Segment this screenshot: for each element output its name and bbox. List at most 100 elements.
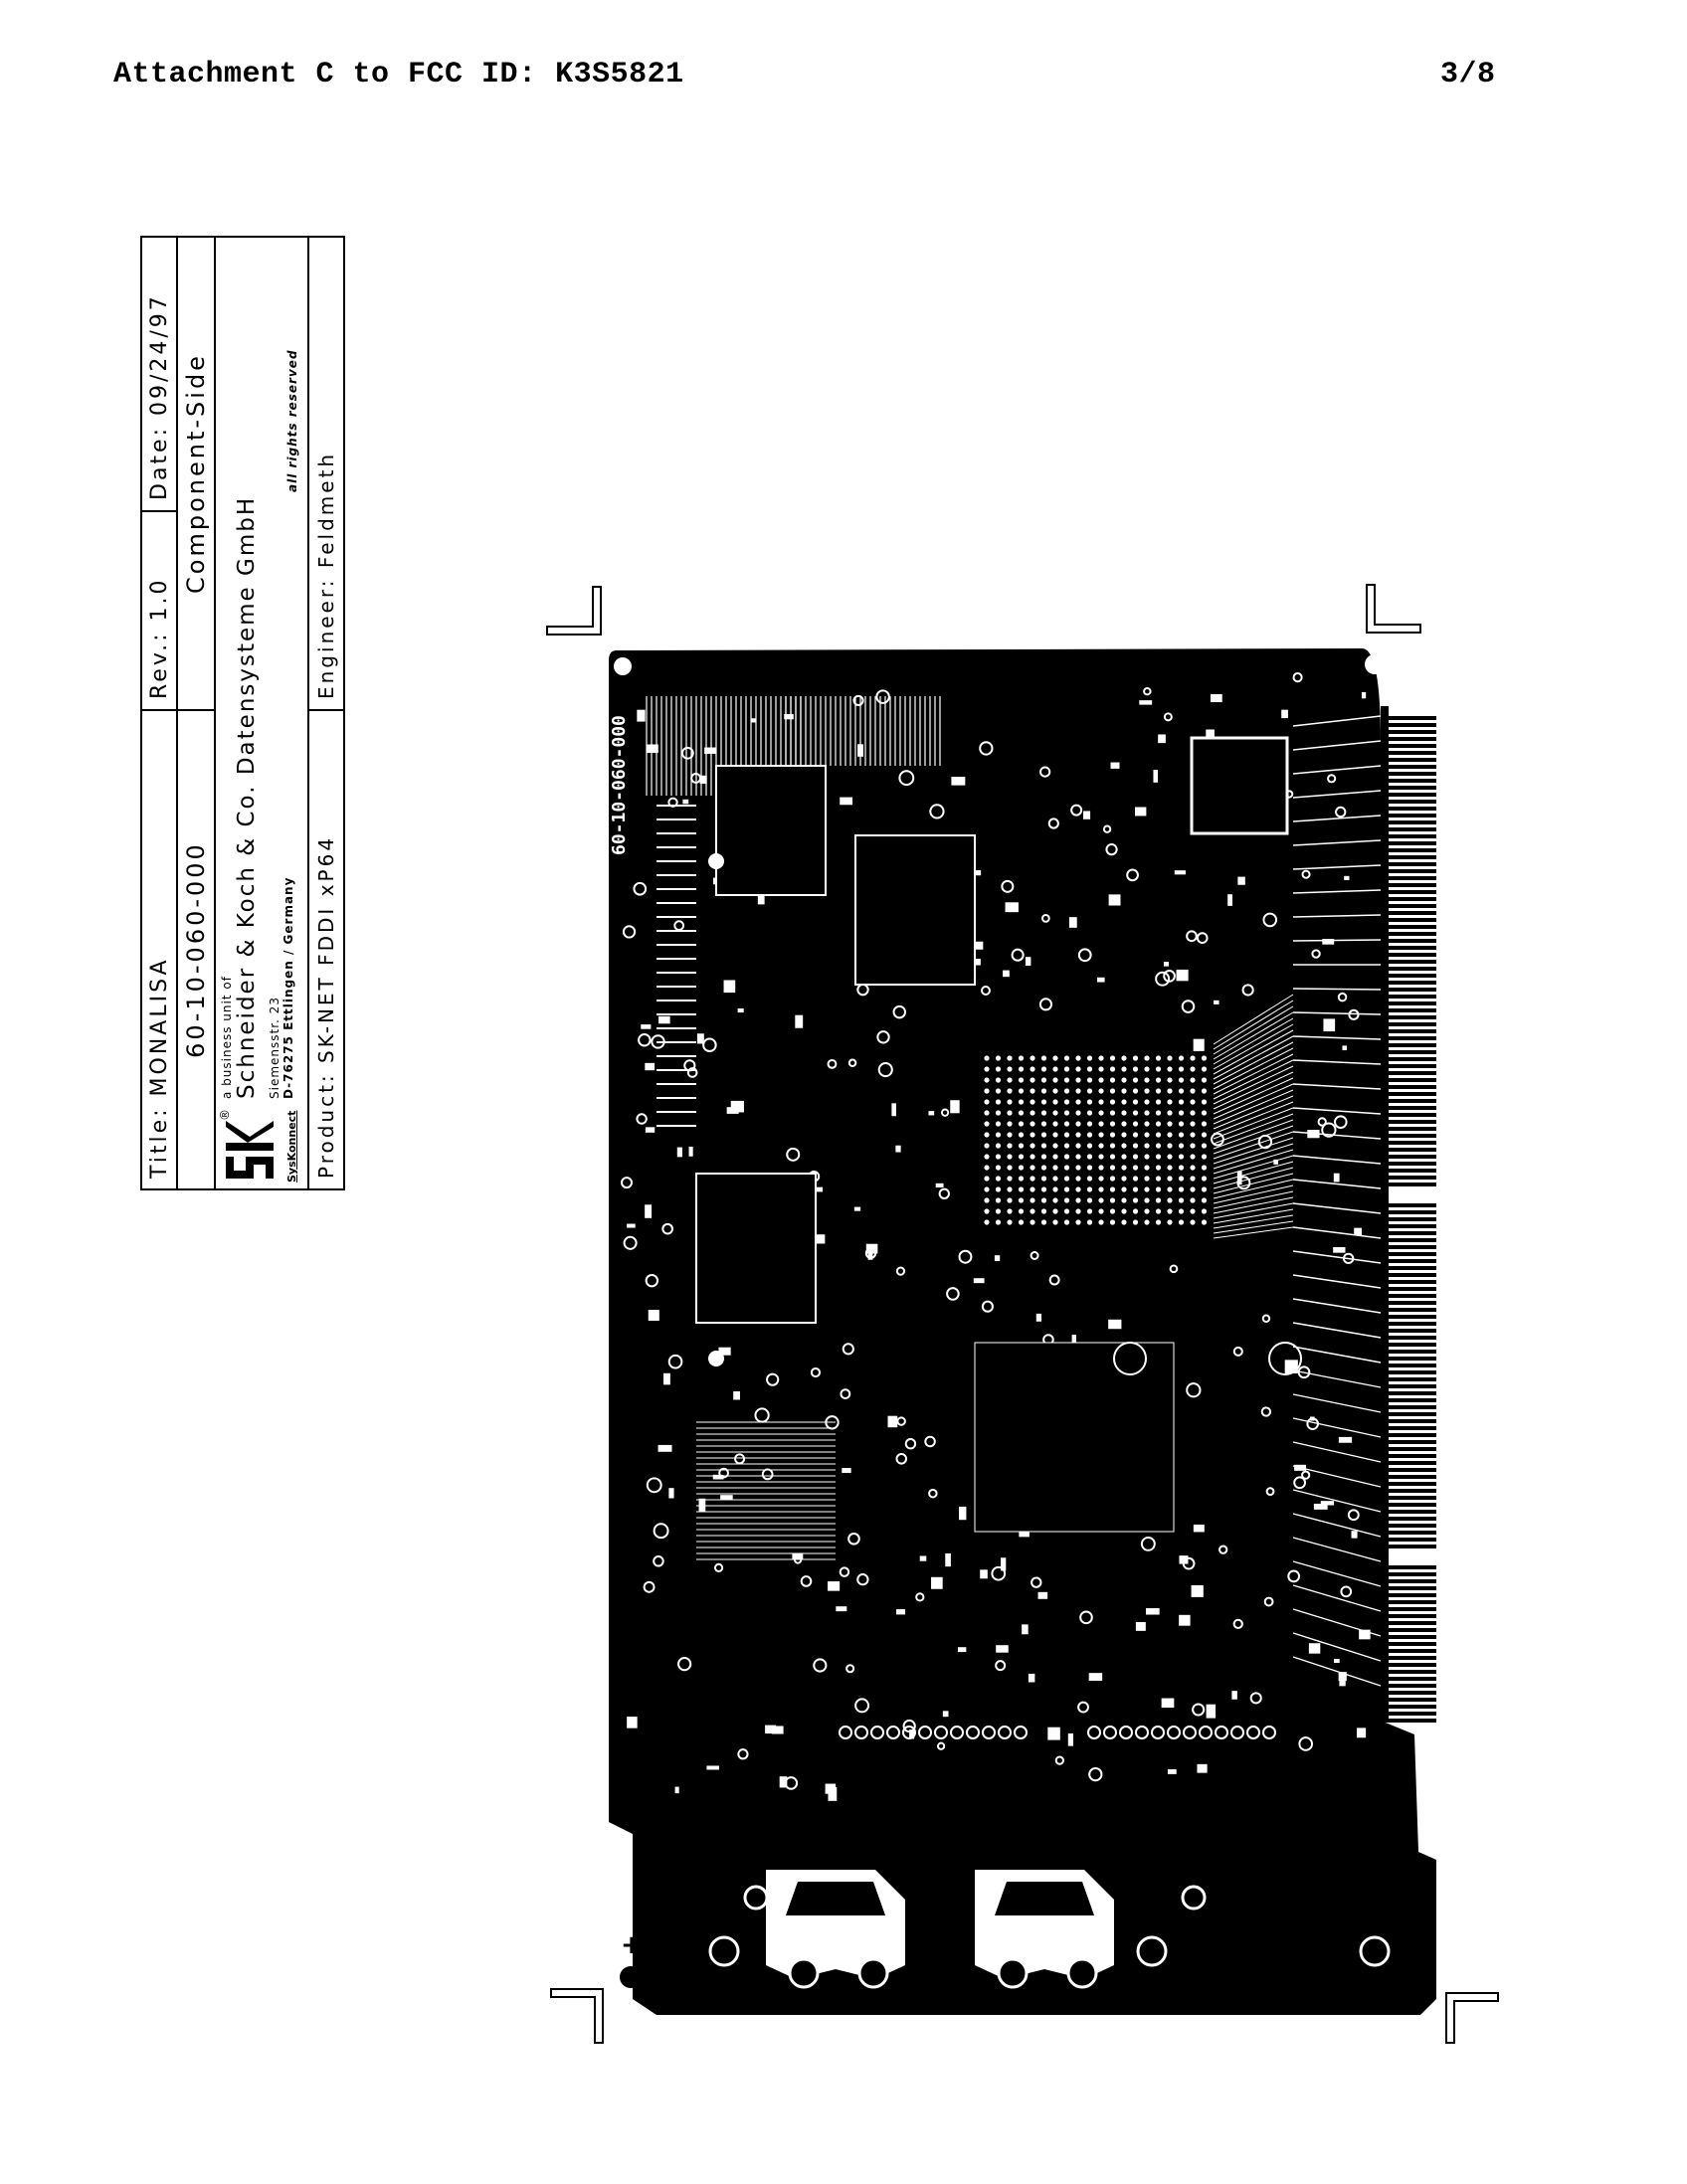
connector-finger: [1381, 1176, 1436, 1180]
bga-ball: [1178, 1110, 1185, 1116]
bga-ball: [1018, 1099, 1025, 1105]
via-ring: [633, 881, 648, 896]
bga-ball: [1132, 1197, 1139, 1203]
connector-finger: [1381, 1656, 1436, 1660]
origin-dot: [620, 1966, 642, 1988]
via-ring: [621, 1177, 634, 1189]
smd-pad: [1176, 969, 1189, 982]
connector-finger: [1381, 1670, 1436, 1674]
connector-finger: [1381, 1343, 1436, 1347]
smd-pad: [1179, 1555, 1189, 1564]
connector-finger: [1381, 1155, 1436, 1159]
connector-finger: [1381, 1162, 1436, 1166]
connector-finger: [1381, 1001, 1436, 1005]
connector-finger: [1381, 807, 1436, 811]
connector-finger: [1381, 862, 1436, 866]
trace-line: [1213, 1011, 1294, 1060]
bga-ball: [1030, 1197, 1035, 1203]
via-ring: [1011, 948, 1025, 962]
bga-ball: [984, 1176, 990, 1182]
connector-finger: [1381, 1482, 1436, 1486]
connector-finger: [1381, 1043, 1436, 1047]
corner-mark-top-right: [1366, 584, 1421, 634]
connector-finger: [1381, 911, 1436, 915]
bga-ball: [1063, 1197, 1070, 1203]
bga-ball: [1052, 1132, 1058, 1138]
via-ring: [1030, 1251, 1039, 1260]
bga-ball: [1155, 1066, 1162, 1072]
smd-pad: [779, 1776, 788, 1788]
via-ring: [1260, 1406, 1272, 1417]
smd-pad: [896, 1609, 906, 1615]
via-ring: [842, 1343, 854, 1356]
via-ring: [982, 1726, 996, 1739]
via-ring: [794, 1555, 803, 1564]
bga-ball: [1018, 1143, 1025, 1149]
connector-finger: [1381, 1315, 1436, 1319]
bga-ball: [1075, 1154, 1081, 1160]
connector-finger: [1381, 1628, 1436, 1632]
bga-ball: [1040, 1099, 1047, 1105]
bga-ball: [1132, 1121, 1139, 1127]
trace-line: [1292, 740, 1382, 751]
smd-pad: [1108, 894, 1121, 906]
bga-ball: [1075, 1077, 1081, 1083]
smd-pad: [1193, 1038, 1205, 1051]
bga-ball: [1075, 1197, 1081, 1203]
bga-ball: [1030, 1219, 1035, 1225]
connector-finger: [1381, 1329, 1436, 1333]
bga-ball: [1007, 1143, 1013, 1149]
bga-ball: [1098, 1197, 1104, 1203]
logo-text: SysKonnect: [285, 1110, 298, 1183]
via-ring: [1297, 1365, 1311, 1379]
trace-line: [1292, 1465, 1382, 1488]
bga-ball: [1155, 1055, 1162, 1061]
bga-ball: [1063, 1088, 1070, 1094]
bga-ball: [1121, 1186, 1127, 1192]
bga-ball: [1190, 1165, 1196, 1171]
smd-pad: [1210, 693, 1222, 703]
via-ring: [1334, 1115, 1348, 1129]
connector-finger: [1381, 890, 1436, 894]
bga-ball: [1178, 1197, 1185, 1203]
via-ring: [991, 1565, 1007, 1581]
smd-pad: [765, 1725, 777, 1734]
bga-ball: [1132, 1143, 1139, 1149]
via-ring: [966, 1726, 980, 1739]
board-label: 60-10-060-000: [609, 715, 630, 855]
connector-finger: [1381, 1210, 1436, 1214]
trace-line: [1292, 1632, 1382, 1662]
title-cell: Title: MONALISA: [146, 957, 172, 1179]
bga-ball: [984, 1110, 990, 1116]
via-ring: [1337, 992, 1348, 1002]
via-ring: [998, 1726, 1012, 1739]
bga-ball: [1098, 1208, 1104, 1214]
bga-ball: [1132, 1132, 1139, 1138]
date-cell: Date: 09/24/97: [142, 238, 176, 512]
connector-finger: [1381, 751, 1436, 755]
via-ring: [1196, 932, 1209, 944]
bga-ball: [1201, 1165, 1208, 1171]
bga-ball: [1063, 1165, 1070, 1171]
bga-ball: [1018, 1110, 1025, 1116]
connector-finger: [1381, 744, 1436, 748]
bga-ball: [995, 1197, 1002, 1203]
trace-line: [1292, 1083, 1382, 1090]
bga-ball: [984, 1143, 990, 1149]
revision-cell: Rev.: 1.0: [142, 512, 176, 711]
trace-line: [1292, 889, 1382, 894]
connector-finger: [1381, 925, 1436, 929]
bga-ball: [1121, 1055, 1127, 1061]
bga-ball: [1201, 1077, 1208, 1083]
trace-line: [1213, 1220, 1294, 1234]
bga-ball: [1121, 1077, 1127, 1083]
title-block: Title: MONALISA Rev.: 1.0 Date: 09/24/97…: [140, 236, 345, 1190]
smd-pad: [1191, 1584, 1204, 1597]
smd-pad: [698, 1498, 706, 1513]
connector-finger: [1381, 1614, 1436, 1618]
bga-ball: [1178, 1208, 1185, 1214]
smd-pad: [1153, 770, 1159, 783]
trace-line: [1292, 815, 1382, 822]
trace-line: [1292, 1298, 1382, 1314]
connector-finger: [1381, 1433, 1436, 1437]
